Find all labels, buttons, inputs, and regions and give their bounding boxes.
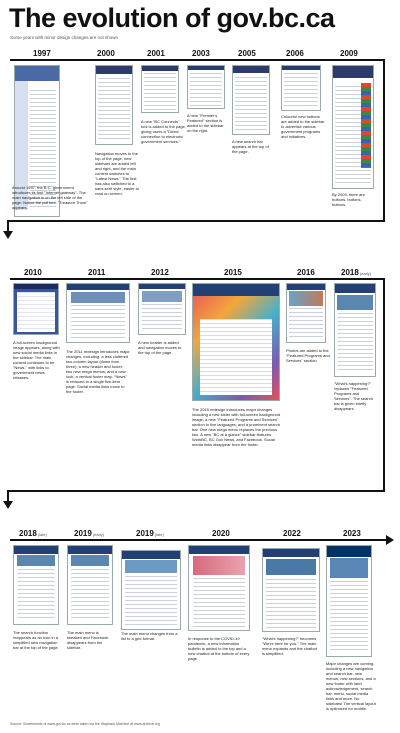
page-title: The evolution of gov.bc.ca xyxy=(9,3,335,33)
description-1997: Around 1997, the B.C. government introdu… xyxy=(12,185,88,210)
year-label: 2022 xyxy=(283,529,301,538)
description-2000: Navigation moves to the top of the page,… xyxy=(95,151,140,196)
year-label: 2011 xyxy=(88,268,106,277)
screenshot-2016 xyxy=(286,283,326,343)
screenshot-2015 xyxy=(192,283,280,401)
year-label: 2005 xyxy=(238,49,256,58)
screenshot-2012 xyxy=(138,283,186,335)
screenshot-2011 xyxy=(66,283,130,343)
description-2009: By 2009, there are buttons, buttons, but… xyxy=(332,192,365,207)
year-label: 2016 xyxy=(297,268,315,277)
description-2018-late: The search function reappears as an icon… xyxy=(13,630,59,650)
description-2019-late: The main menu changes from a list to a g… xyxy=(121,631,178,641)
timeline-arrow-1 xyxy=(3,231,13,239)
year-label: 2001 xyxy=(147,49,165,58)
timeline-connector-1 xyxy=(383,59,385,222)
description-2011: The 2011 redesign introduces major chang… xyxy=(66,349,130,394)
screenshot-2019-late xyxy=(121,550,181,630)
description-2012: A new header is added and navigation mov… xyxy=(138,340,182,355)
description-2003: A new "Premier's Featured" section is ad… xyxy=(187,113,224,133)
screenshot-2000 xyxy=(95,65,133,145)
screenshot-2003 xyxy=(187,65,225,109)
timeline-row-3 xyxy=(10,539,387,541)
description-2016: Photos are added to the "Featured Progra… xyxy=(286,348,330,363)
year-label: 2000 xyxy=(97,49,115,58)
description-2015: The 2015 redesign introduces major chang… xyxy=(192,407,281,447)
description-2018-early: "What's happening?" replaces "Featured P… xyxy=(334,381,373,411)
year-label: 2015 xyxy=(224,268,242,277)
year-label: 2018(early) xyxy=(341,268,372,277)
year-label: 2003 xyxy=(192,49,210,58)
description-2010: A full-screen background image appears, … xyxy=(13,340,60,380)
description-2019-early: The main menu is tweaked and Facebook di… xyxy=(67,630,109,650)
screenshot-2010 xyxy=(13,283,59,335)
description-2023: Major changes are coming, including a ne… xyxy=(326,661,376,711)
year-label: 2018(late) xyxy=(19,529,47,538)
screenshot-2020 xyxy=(188,545,250,631)
timeline-drop-1 xyxy=(7,220,9,232)
timeline-return-2 xyxy=(7,490,385,492)
description-2001: A new "BC Connects" tool is added to the… xyxy=(141,119,186,144)
year-label: 1997 xyxy=(33,49,51,58)
screenshot-2009 xyxy=(332,65,374,189)
year-label: 2019(early) xyxy=(74,529,105,538)
screenshot-2018-late xyxy=(13,545,59,625)
description-2020: In response to the COVID-19 pandemic, a … xyxy=(188,636,250,661)
year-label: 2009 xyxy=(340,49,358,58)
description-2005: A new search bar appears at the top of t… xyxy=(232,139,269,154)
timeline-connector-2 xyxy=(383,278,385,492)
description-2022: "What's happening?" becomes "We're here … xyxy=(262,636,317,656)
source-note: Source: Screenshots of www.gov.bc.ca wer… xyxy=(10,722,160,726)
year-label: 2023 xyxy=(343,529,361,538)
screenshot-2018-early xyxy=(334,283,376,377)
year-label: 2010 xyxy=(24,268,42,277)
year-label: 2012 xyxy=(151,268,169,277)
timeline-row-2 xyxy=(10,278,385,280)
timeline-return-1 xyxy=(7,220,385,222)
screenshot-2022 xyxy=(262,548,320,632)
screenshot-2006 xyxy=(281,65,321,111)
screenshot-2023 xyxy=(326,545,372,657)
timeline-drop-2 xyxy=(7,490,9,502)
page-subtitle: Some years with minor design changes are… xyxy=(10,35,119,40)
description-2006: Colourful new buttons are added to the s… xyxy=(281,114,325,139)
screenshot-2005 xyxy=(232,65,270,135)
screenshot-2019-early xyxy=(67,545,113,625)
timeline-row-1 xyxy=(10,59,385,61)
year-label: 2006 xyxy=(286,49,304,58)
year-label: 2019(late) xyxy=(136,529,164,538)
timeline-arrow-2 xyxy=(3,501,13,509)
timeline-arrow-end xyxy=(386,535,394,545)
screenshot-1997 xyxy=(14,65,60,217)
year-label: 2020 xyxy=(212,529,230,538)
screenshot-2001 xyxy=(141,65,179,113)
